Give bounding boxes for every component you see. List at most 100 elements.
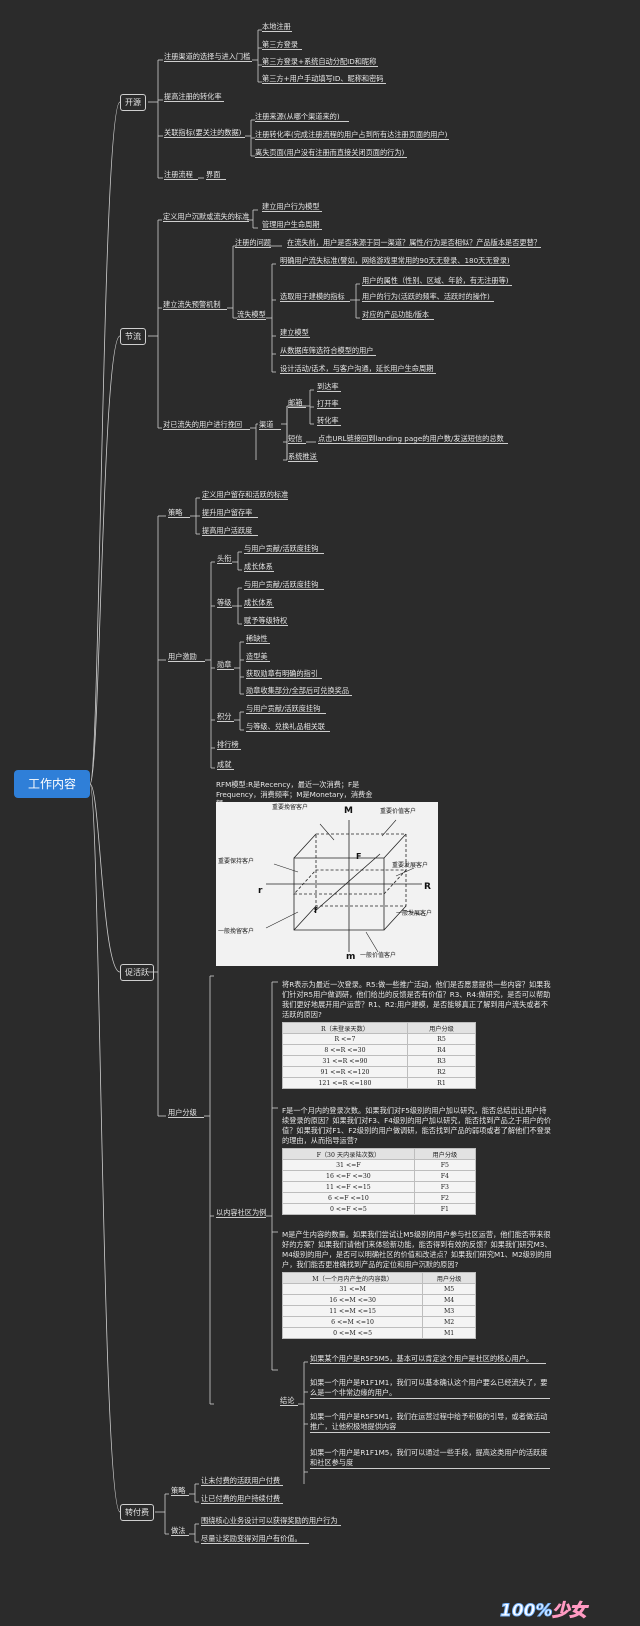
r_section-cell: R4 bbox=[406, 1044, 477, 1056]
connector-3 bbox=[89, 783, 121, 1513]
node-25[interactable]: 对应的产品功能/版本 bbox=[362, 310, 434, 320]
f_section-cell: 0 <=F <=5 bbox=[282, 1203, 415, 1215]
node-54[interactable]: 获取勋章有明确的指引 bbox=[246, 669, 322, 679]
node-43[interactable]: 用户激励 bbox=[168, 652, 205, 662]
r_section-cell: R <=7 bbox=[282, 1033, 408, 1045]
m-section-text: M是产生内容的数量。如果我们尝试让M5级别的用户参与社区运营，他们能否带来很好的… bbox=[282, 1230, 552, 1269]
node-52[interactable]: 稀缺性 bbox=[246, 634, 270, 644]
node-28[interactable]: 设计活动/话术，与客户沟通，延长用户生命周期 bbox=[280, 364, 436, 374]
node-48[interactable]: 与用户贡献/活跃度挂钩 bbox=[244, 580, 324, 590]
node-24[interactable]: 用户的行为(活跃的频率、活跃时的操作) bbox=[362, 292, 494, 302]
node-12[interactable]: 界面 bbox=[206, 170, 226, 180]
node-14[interactable]: 定义用户沉默或流失的标准 bbox=[163, 212, 250, 222]
r_section-cell: R3 bbox=[406, 1055, 477, 1067]
conclusion-item-2[interactable]: 如果一个用户是R1F1M5，我们可以通过一些手段，提高这类用户的活跃度和社区参与… bbox=[310, 1448, 550, 1469]
node-53[interactable]: 造型美 bbox=[246, 652, 270, 662]
node-26[interactable]: 建立模型 bbox=[280, 328, 310, 338]
node-49[interactable]: 成长体系 bbox=[244, 598, 274, 608]
node-16[interactable]: 管理用户生命周期 bbox=[262, 220, 322, 230]
node-44[interactable]: 头衔 bbox=[217, 554, 232, 564]
node-50[interactable]: 赋予等级特权 bbox=[244, 616, 288, 626]
node-19[interactable]: 在流失前，用户是否来源于同一渠道？属性/行为是否相似？产品版本是否更替？ bbox=[287, 238, 541, 248]
r_section-cell: 31 <=R <=90 bbox=[282, 1055, 408, 1067]
conclusion-item-1[interactable]: 如果一个用户是R5F5M1，我们在运营过程中给予积极的引导，或者做活动推广，让他… bbox=[310, 1412, 550, 1433]
node-22[interactable]: 选取用于建模的指标 bbox=[280, 292, 350, 302]
connector-2 bbox=[89, 783, 121, 973]
node-68[interactable]: 让已付费的用户持续付费 bbox=[201, 1494, 283, 1504]
node-46[interactable]: 成长体系 bbox=[244, 562, 274, 572]
r_section-cell: 8 <=R <=30 bbox=[282, 1044, 408, 1056]
node-71[interactable]: 尽量让奖励变得对用户有价值。 bbox=[201, 1534, 309, 1544]
r_section-cell: R5 bbox=[406, 1033, 477, 1045]
node-51[interactable]: 勋章 bbox=[217, 660, 234, 670]
node-37[interactable]: 系统推送 bbox=[288, 452, 318, 462]
node-29[interactable]: 对已流失的用户进行挽回 bbox=[163, 420, 250, 430]
conclusion-item-0[interactable]: 如果一个用户是R1F1M1，我们可以基本确认这个用户要么已经流失了，要么是一个非… bbox=[310, 1378, 550, 1399]
node-59[interactable]: 排行榜 bbox=[217, 740, 241, 750]
node-20[interactable]: 明确用户流失标准(譬如，网络游戏里常用的90天无登录、180天无登录) bbox=[280, 256, 510, 266]
node-8[interactable]: 注册来源(从哪个渠道来的) bbox=[255, 112, 349, 122]
watermark-logo: 100%少女 bbox=[500, 1596, 588, 1622]
node-63[interactable]: 结论 bbox=[280, 1396, 298, 1406]
node-3[interactable]: 第三方登录 bbox=[262, 40, 302, 50]
node-2[interactable]: 本地注册 bbox=[262, 22, 292, 32]
node-31[interactable]: 邮箱 bbox=[288, 398, 306, 408]
node-57[interactable]: 与用户贡献/活跃度挂钩 bbox=[246, 704, 326, 714]
rfm-label-0: 重要挽留客户 bbox=[272, 804, 309, 811]
node-15[interactable]: 建立用户行为模型 bbox=[262, 202, 322, 212]
node-27[interactable]: 从数据库筛选符合模型的用户 bbox=[280, 346, 376, 356]
rfm-label-5: 一般发展客户 bbox=[396, 910, 433, 917]
node-45[interactable]: 与用户贡献/活跃度挂钩 bbox=[244, 544, 324, 554]
node-66[interactable]: 策略 bbox=[171, 1486, 189, 1496]
f_section-cell: 16 <=F <=30 bbox=[282, 1170, 415, 1182]
node-10[interactable]: 离失页面(用户没有注册而直接关闭页面的行为) bbox=[255, 148, 407, 158]
main-branch-node-13[interactable]: 节流 bbox=[120, 328, 146, 345]
node-58[interactable]: 与等级、兑换礼品相关联 bbox=[246, 722, 330, 732]
node-9[interactable]: 注册转化率(完成注册流程的用户占到所有达注册页面的用户) bbox=[255, 130, 449, 140]
main-branch-node-38[interactable]: 促活跃 bbox=[120, 964, 154, 981]
node-56[interactable]: 积分 bbox=[217, 712, 234, 722]
main-branch-node-65[interactable]: 转付费 bbox=[120, 1504, 154, 1521]
node-32[interactable]: 到达率 bbox=[317, 382, 341, 392]
node-39[interactable]: 策略 bbox=[168, 508, 190, 518]
node-17[interactable]: 建立流失预警机制 bbox=[163, 300, 227, 310]
node-40[interactable]: 定义用户留存和活跃的标准 bbox=[202, 490, 289, 500]
node-35[interactable]: 短信 bbox=[288, 434, 306, 444]
m_section-cell: M5 bbox=[422, 1283, 476, 1295]
node-7[interactable]: 关联指标(要关注的数据) bbox=[164, 128, 245, 138]
node-67[interactable]: 让未付费的活跃用户付费 bbox=[201, 1476, 283, 1486]
r_section-cell: 91 <=R <=120 bbox=[282, 1066, 408, 1078]
f_section-cell: F3 bbox=[413, 1181, 477, 1193]
node-4[interactable]: 第三方登录+系统自动分配ID和昵称 bbox=[262, 57, 378, 67]
node-33[interactable]: 打开率 bbox=[317, 399, 341, 409]
node-60[interactable]: 成就 bbox=[217, 760, 234, 770]
node-23[interactable]: 用户的属性（性别、区域、年龄，有无注册等) bbox=[362, 276, 512, 286]
root-node[interactable]: 工作内容 bbox=[14, 770, 90, 798]
node-47[interactable]: 等级 bbox=[217, 598, 232, 608]
m_section-cell: M4 bbox=[422, 1294, 476, 1306]
axis-R: R bbox=[424, 882, 431, 892]
node-21[interactable]: 流失模型 bbox=[237, 310, 266, 320]
node-41[interactable]: 提升用户留存率 bbox=[202, 508, 258, 518]
node-34[interactable]: 转化率 bbox=[317, 416, 341, 426]
node-61[interactable]: 用户分级 bbox=[168, 1108, 204, 1118]
node-69[interactable]: 做法 bbox=[171, 1526, 189, 1536]
node-55[interactable]: 勋章收集部分/全部后可兑换奖品 bbox=[246, 686, 352, 696]
main-branch-node-0[interactable]: 开源 bbox=[120, 94, 146, 111]
node-6[interactable]: 提高注册的转化率 bbox=[164, 92, 224, 102]
node-5[interactable]: 第三方+用户手动填写ID、昵称和密码 bbox=[262, 74, 386, 84]
node-36[interactable]: 点击URL链接回到landing page的用户数/发送短信的总数 bbox=[318, 434, 508, 444]
node-18[interactable]: 注册的问题 bbox=[235, 238, 271, 248]
node-11[interactable]: 注册流程 bbox=[164, 170, 198, 180]
f_section-header-1: 用户分级 bbox=[413, 1148, 477, 1160]
m_section-cell: 16 <=M <=30 bbox=[281, 1294, 424, 1306]
node-30[interactable]: 渠道 bbox=[259, 420, 281, 430]
node-42[interactable]: 提高用户活跃度 bbox=[202, 526, 258, 536]
node-64[interactable]: 如果某个用户是R5F5M5，基本可以肯定这个用户是社区的核心用户。 bbox=[310, 1354, 546, 1364]
node-70[interactable]: 围绕核心业务设计可以获得奖励的用户行为 bbox=[201, 1516, 341, 1526]
node-62[interactable]: 以内容社区为例 bbox=[216, 1208, 267, 1218]
node-1[interactable]: 注册渠道的选择与进入门槛 bbox=[164, 52, 252, 62]
